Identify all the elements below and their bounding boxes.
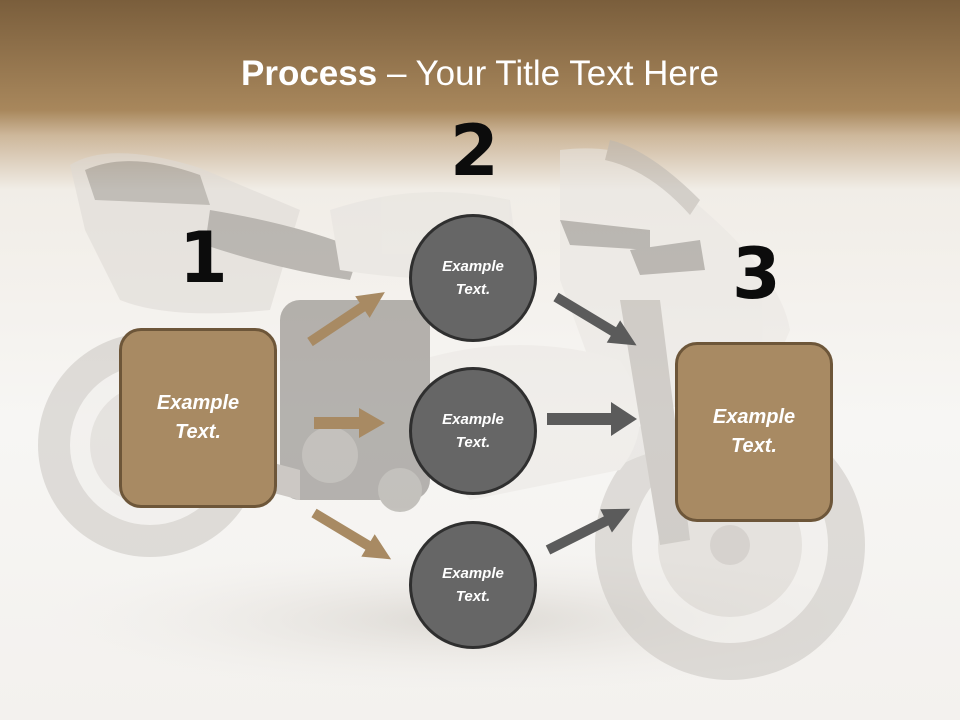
- arrow-box1-to-circle2: [314, 408, 385, 438]
- step-3-text-line1: Example: [712, 406, 796, 428]
- step-number-1: 1: [179, 217, 228, 299]
- circle-1-text-line2: Text.: [455, 281, 491, 298]
- step-3-box-text: Example Text.: [713, 403, 795, 461]
- step-1-box-text: Example Text.: [157, 389, 239, 447]
- arrow-circle3-to-box3: [545, 508, 631, 555]
- arrow-circle2-to-box3: [547, 402, 637, 436]
- step-3-text-line2: Text.: [731, 435, 777, 457]
- circle-1-text-line1: Example: [442, 258, 504, 275]
- circle-3-text-line2: Text.: [455, 588, 491, 605]
- circle-2-text-line2: Text.: [455, 434, 491, 451]
- step-number-2: 2: [450, 110, 499, 192]
- step-number-3: 3: [732, 233, 781, 315]
- arrow-box1-to-circle3: [311, 508, 392, 560]
- circle-3-text-line1: Example: [442, 565, 504, 582]
- step-2-circle-bottom: Example Text.: [409, 521, 537, 649]
- step-2-circle-middle: Example Text.: [409, 367, 537, 495]
- arrow-box1-to-circle1: [307, 292, 385, 347]
- step-2-circle-top: Example Text.: [409, 214, 537, 342]
- step-1-box: Example Text.: [119, 328, 277, 508]
- title-rest: – Your Title Text Here: [377, 54, 719, 93]
- step-1-text-line1: Example: [156, 392, 240, 414]
- step-1-text-line2: Text.: [175, 421, 221, 443]
- title-bold-word: Process: [241, 54, 378, 93]
- arrow-circle1-to-box3: [553, 292, 637, 346]
- slide-title: Process – Your Title Text Here: [0, 52, 960, 96]
- step-3-box: Example Text.: [675, 342, 833, 522]
- circle-2-text-line1: Example: [442, 411, 504, 428]
